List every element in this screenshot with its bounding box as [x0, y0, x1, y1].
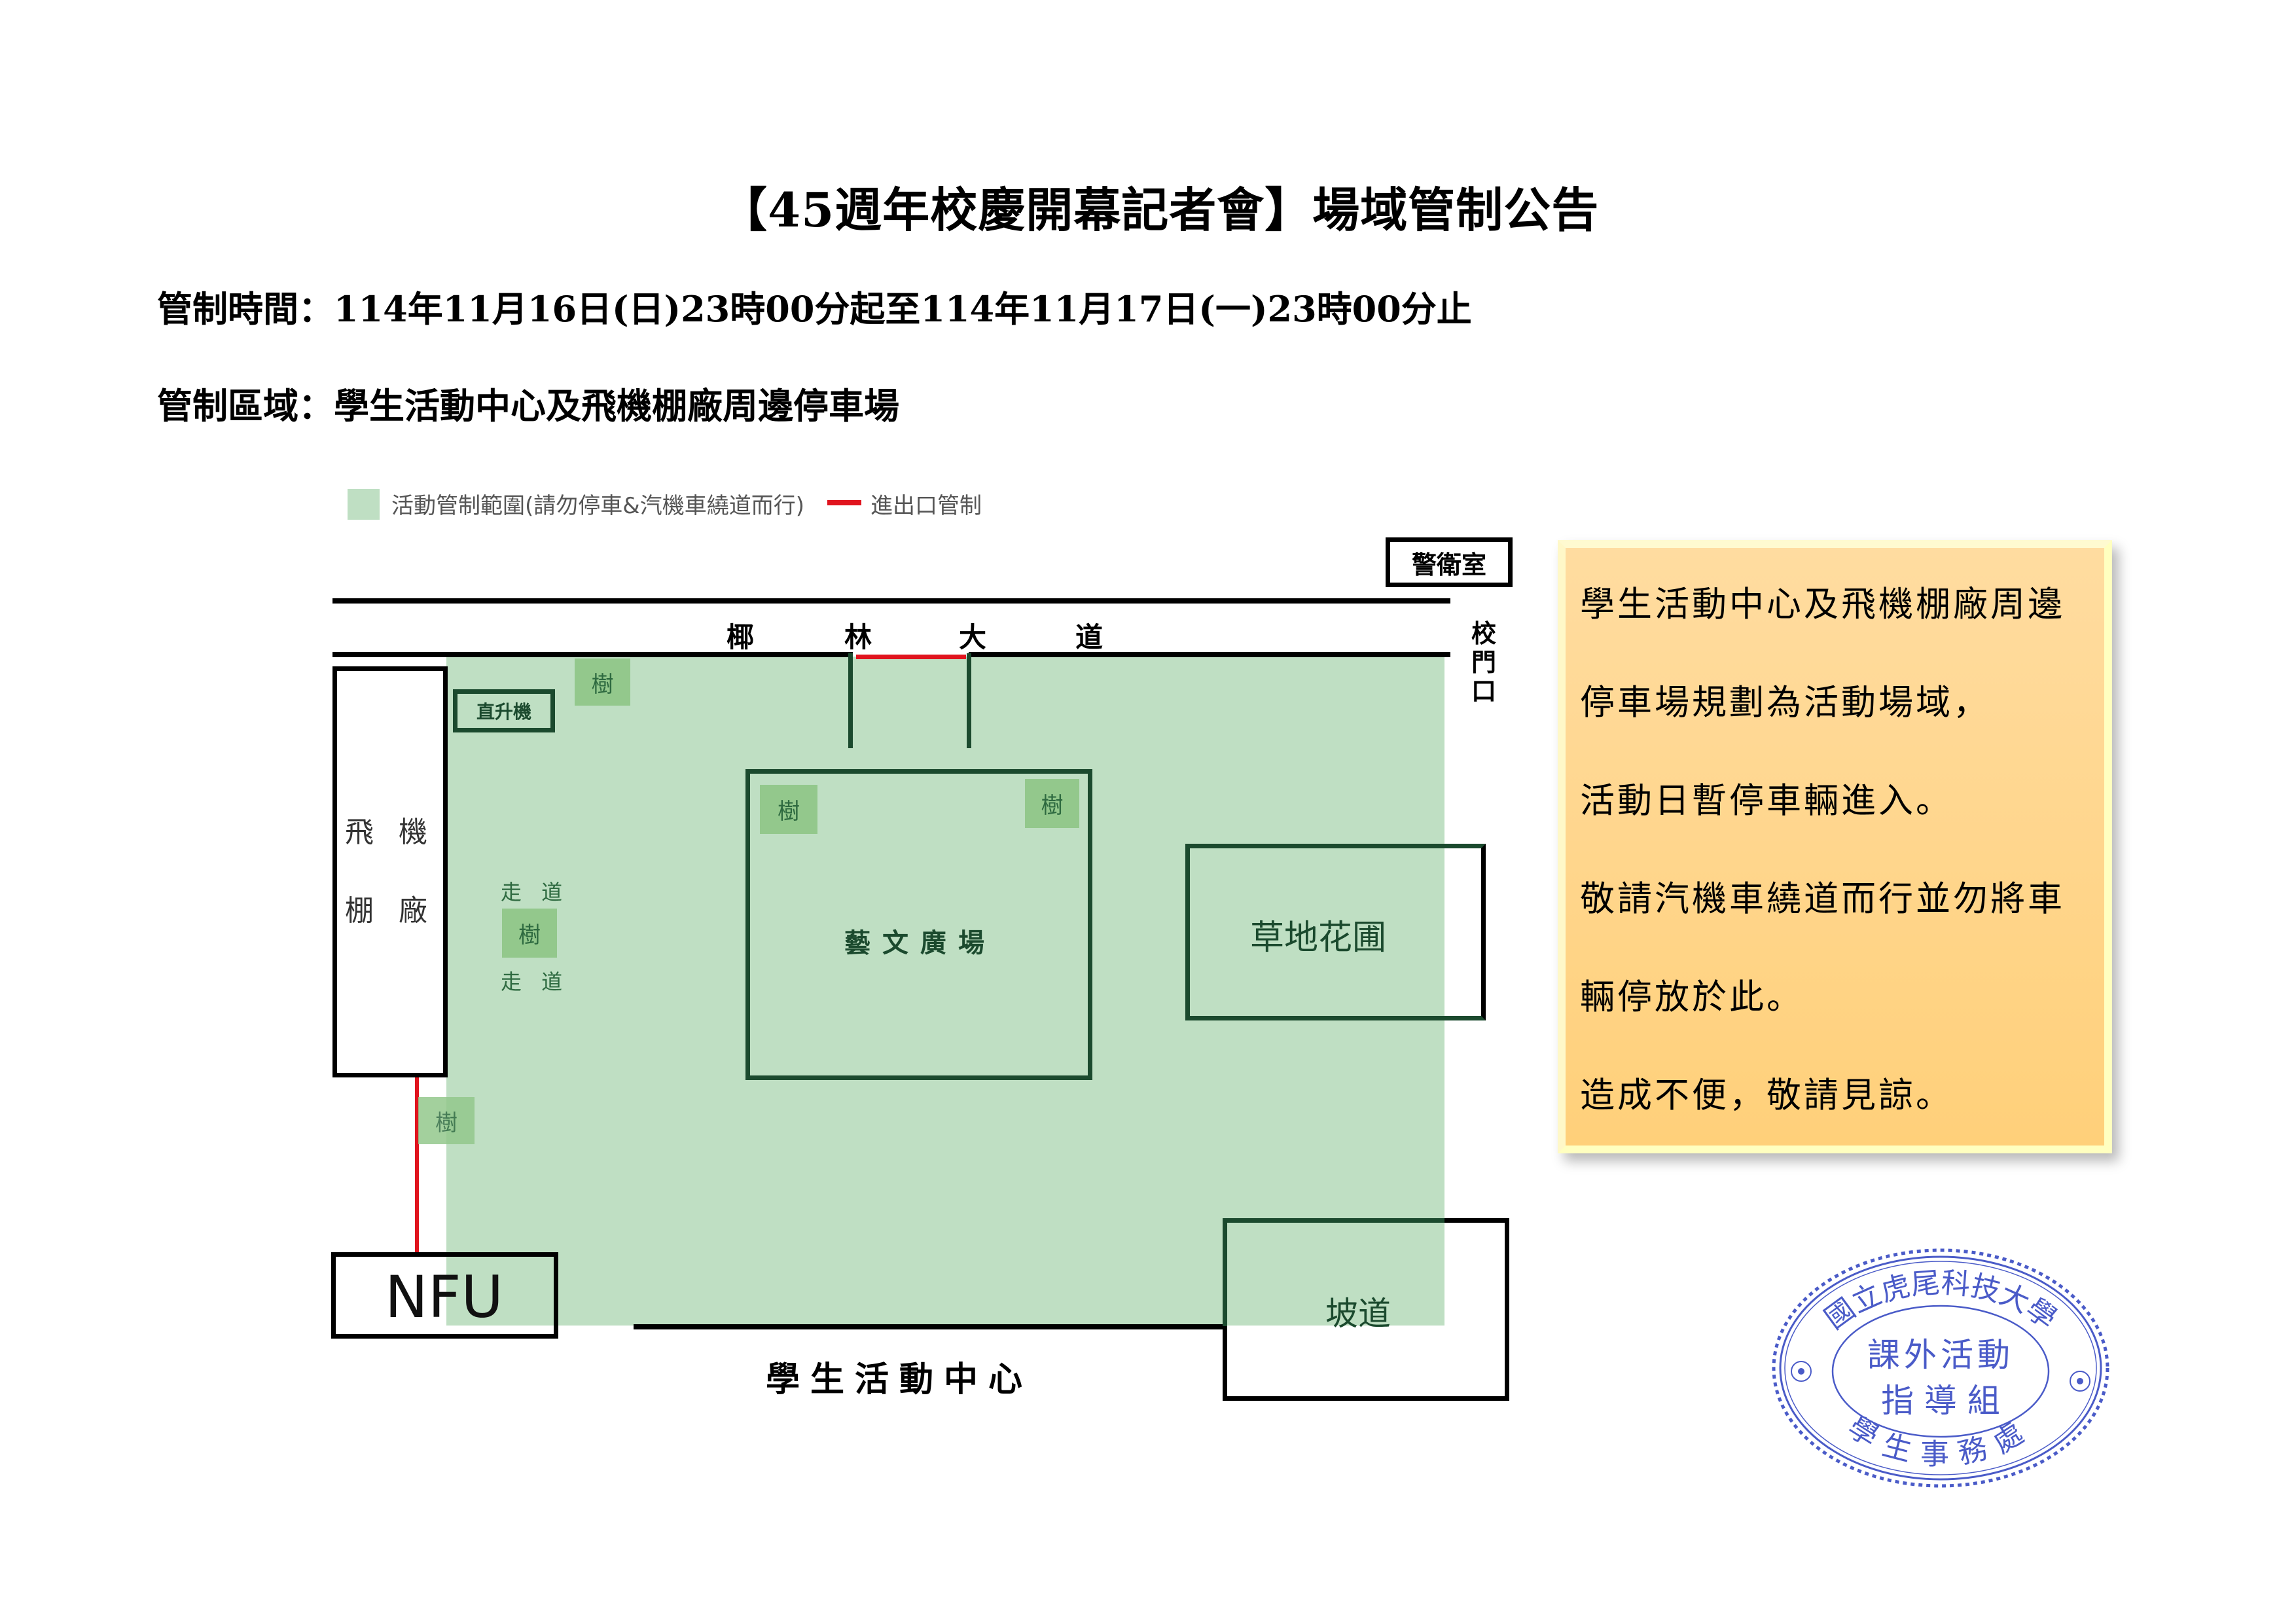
control-area-label: 管制區域： [157, 385, 334, 427]
ramp-label: 坡道 [1325, 1295, 1391, 1333]
nfu-label: NFU [385, 1263, 503, 1331]
road-name-char: 道 [1075, 621, 1103, 653]
legend-green-swatch [348, 489, 380, 520]
aircraft-hangar: 飛 機 棚 廠 [332, 666, 448, 1077]
guard-room: 警衛室 [1386, 537, 1513, 587]
control-time-value: 114年11月16日(日)23時00分起至114年11月17日(一)23時00分… [334, 288, 1472, 330]
notice-line: 輛停放於此。 [1580, 977, 1804, 1017]
svg-text:國立虎尾科技大學: 國立虎尾科技大學 [1819, 1266, 2063, 1336]
tree: 樹 [1025, 779, 1079, 828]
road-edge-top [332, 598, 1450, 604]
road-name-char: 林 [844, 621, 872, 653]
legend-red-label: 進出口管制 [870, 493, 982, 519]
svg-text:課外活動: 課外活動 [1867, 1336, 2014, 1374]
notice-line: 學生活動中心及飛機棚廠周邊 [1580, 585, 2065, 624]
hangar-label: 棚 廠 [345, 894, 435, 928]
entrance-wall-left [848, 653, 853, 748]
tree: 樹 [502, 909, 557, 958]
arts-plaza-label: 藝文廣場 [844, 928, 996, 958]
notice-box: 學生活動中心及飛機棚廠周邊 停車場規劃為活動場域， 活動日暫停車輛進入。 敬請汽… [1558, 540, 2112, 1153]
official-stamp: 國立虎尾科技大學 學生事務處 課外活動 指 導 組 [1767, 1240, 2114, 1496]
tree: 樹 [760, 785, 817, 834]
tree: 樹 [418, 1097, 475, 1144]
entrance-control-line [415, 1077, 419, 1254]
notice-line: 停車場規劃為活動場域， [1580, 683, 1990, 723]
student-activity-center-label: 學生活動中心 [766, 1360, 1033, 1399]
site-map: 活動管制範圍(請勿停車&汽機車繞道而行) 進出口管制 警衛室 椰 林 大 道 校… [314, 471, 1525, 1427]
tree: 樹 [575, 659, 630, 706]
control-time: 管制時間：114年11月16日(日)23時00分起至114年11月17日(一)2… [157, 280, 1472, 332]
ramp-edge [1223, 1218, 1444, 1223]
plum-blossom-icon [1791, 1361, 2090, 1392]
school-gate-char: 門 [1471, 648, 1496, 677]
stamp-seal-icon: 國立虎尾科技大學 學生事務處 課外活動 指 導 組 [1772, 1248, 2109, 1488]
arts-plaza [745, 769, 1092, 1080]
walkway-label: 走 道 [501, 969, 569, 994]
nfu-building [331, 1252, 558, 1339]
controlled-area [446, 657, 1444, 1326]
school-gate-char: 口 [1471, 677, 1496, 706]
walkway-label: 走 道 [501, 880, 569, 905]
entrance-wall-right [967, 653, 971, 748]
legend-red-swatch [827, 500, 861, 505]
notice-line: 造成不便，敬請見諒。 [1580, 1075, 1953, 1115]
entrance-control-line [856, 655, 966, 659]
control-area-value: 學生活動中心及飛機棚廠周邊停車場 [334, 385, 899, 427]
student-activity-center-edge [634, 1324, 1223, 1329]
road-name-char: 椰 [726, 621, 755, 653]
lawn-garden-label: 草地花圃 [1250, 918, 1387, 958]
control-area: 管制區域：學生活動中心及飛機棚廠周邊停車場 [157, 377, 899, 429]
notice-line: 活動日暫停車輛進入。 [1580, 781, 1953, 821]
svg-text:指 導 組: 指 導 組 [1881, 1382, 2000, 1420]
helicopter: 直升機 [453, 689, 555, 732]
control-time-label: 管制時間： [157, 288, 334, 330]
hangar-label: 飛 機 [345, 816, 435, 849]
lawn-garden [1185, 844, 1486, 1020]
school-gate: 校 門 口 [1467, 619, 1500, 706]
ramp-edge [1223, 1218, 1227, 1326]
page-title: 【45週年校慶開幕記者會】場域管制公告 [720, 182, 1600, 238]
road-name-char: 大 [959, 621, 987, 653]
road-edge-bottom-left [332, 652, 853, 657]
school-gate-char: 校 [1471, 619, 1496, 648]
legend-green-label: 活動管制範圍(請勿停車&汽機車繞道而行) [391, 493, 805, 519]
road-edge-bottom-right [969, 652, 1450, 657]
notice-line: 敬請汽機車繞道而行並勿將車 [1580, 879, 2065, 919]
